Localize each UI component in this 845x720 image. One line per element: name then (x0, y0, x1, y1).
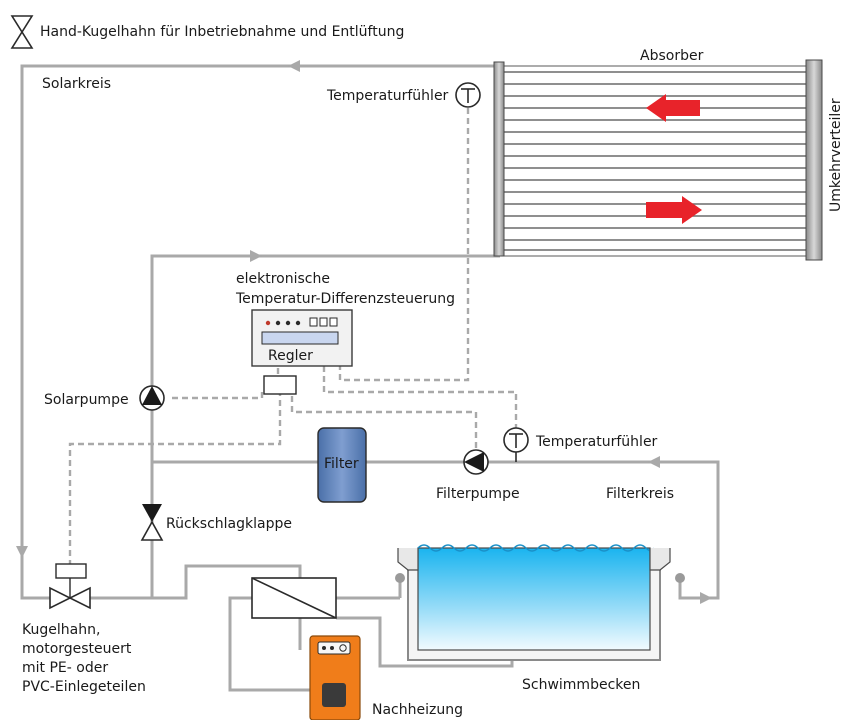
kugelhahn-label-1: Kugelhahn, (22, 622, 100, 638)
reverse-manifold (805, 59, 823, 261)
solarkreis-label: Solarkreis (42, 76, 111, 92)
heater-loop-pipe (228, 596, 318, 692)
filterkreis-label: Filterkreis (606, 486, 674, 502)
umkehrverteiler-label: Umkehrverteiler (828, 98, 844, 212)
kugelhahn-label-2: motorgesteuert (22, 641, 132, 657)
controller-display (261, 331, 339, 345)
controller-terminal (263, 375, 297, 395)
regler-label: Regler (268, 348, 313, 364)
flow-arrow-riser (16, 546, 28, 558)
absorber-label: Absorber (640, 48, 704, 64)
kugelhahn-label-3: mit PE- oder (22, 660, 108, 676)
rueckschlagklappe-label: Rückschlagklappe (166, 516, 292, 532)
flow-arrow-pool-outlet (700, 592, 712, 604)
controller-title-1: elektronische (236, 271, 330, 287)
hand-valve-icon (10, 15, 34, 49)
kugelhahn-label-4: PVC-Einlegeteilen (22, 679, 146, 695)
solar-supply-pipe (90, 254, 500, 600)
exchanger-feed-pipe (152, 564, 302, 600)
heater-unit (309, 635, 361, 720)
pipe-flow-arrows (16, 60, 712, 636)
sensor-top-line (338, 108, 470, 382)
pool-outlet-pipe (678, 578, 700, 600)
temp-sensor-right-label: Temperaturfühler (535, 434, 658, 450)
temperature-sensor-right-icon (503, 427, 529, 462)
flow-arrow-solarkreis (288, 60, 300, 72)
flow-arrow-supply (250, 250, 262, 262)
valve-line (68, 394, 282, 566)
pool-water (417, 547, 651, 651)
control-lines (68, 108, 518, 566)
absorber-tubes (502, 71, 808, 251)
red-arrow-left-icon (646, 94, 700, 122)
red-arrow-right-icon (646, 196, 702, 224)
absorber-panel (493, 59, 823, 261)
filter-label: Filter (324, 456, 359, 472)
controller-title-2: Temperatur-Differenzsteuerung (235, 291, 455, 307)
inlet-manifold (493, 61, 505, 257)
hand-valve-label: Hand-Kugelhahn für Inbetriebnahme und En… (40, 24, 404, 40)
solar-return-pipe (20, 64, 500, 600)
solarpump-line (172, 388, 264, 400)
controller-box (251, 309, 353, 367)
filter-pump-icon (463, 449, 489, 475)
flow-arrow-filterkreis (648, 456, 660, 468)
temp-sensor-top-label: Temperaturfühler (326, 88, 449, 104)
solarpumpe-label: Solarpumpe (44, 392, 129, 408)
temperature-sensor-top-icon (455, 82, 481, 108)
filterpumpe-label: Filterpumpe (436, 486, 520, 502)
check-valve-icon (140, 504, 164, 541)
schwimmbecken-label: Schwimmbecken (522, 677, 640, 693)
pipes (20, 64, 720, 692)
swimming-pool (395, 544, 685, 661)
solar-pump-icon (139, 385, 165, 411)
nachheizung-label: Nachheizung (372, 702, 463, 718)
motorized-valve-icon (49, 563, 91, 610)
filter-tank (317, 427, 367, 503)
heater-burner-window (322, 683, 346, 707)
pool-wave (417, 544, 655, 552)
sensor-right-line (322, 366, 518, 450)
heat-exchanger (251, 577, 337, 619)
